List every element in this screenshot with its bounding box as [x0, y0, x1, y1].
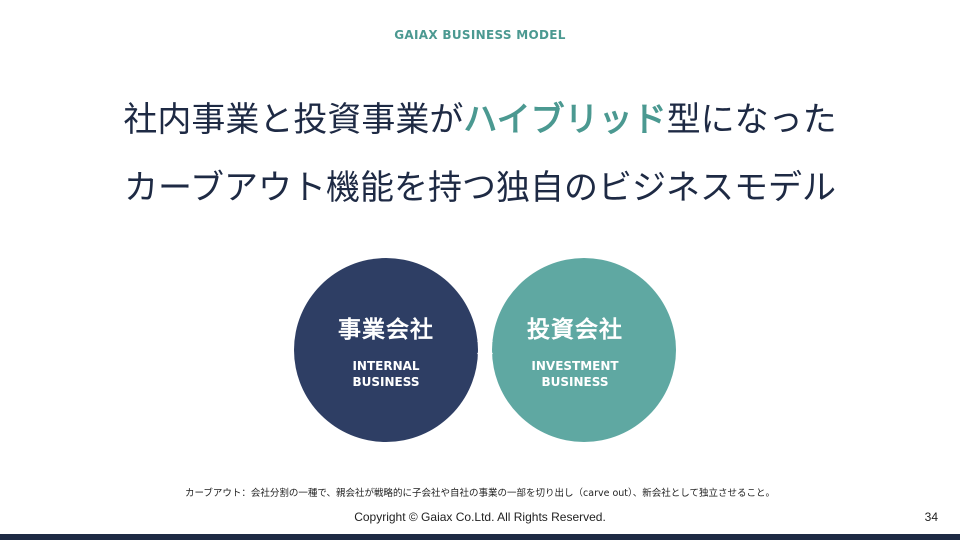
- headline-line-1: 社内事業と投資事業がハイブリッド型になった: [0, 92, 960, 141]
- internal-business-subtitle-line-2: BUSINESS: [352, 375, 420, 389]
- copyright: Copyright © Gaiax Co.Ltd. All Rights Res…: [354, 510, 606, 524]
- headline-line-2: カーブアウト機能を持つ独自のビジネスモデル: [124, 168, 836, 208]
- investment-business-subtitle-line-1: INVESTMENT: [531, 359, 619, 373]
- internal-business-subtitle-line-1: INTERNAL: [352, 359, 420, 373]
- bottom-bar: [0, 534, 960, 540]
- times-operator: ×: [473, 330, 497, 363]
- headline-suffix: 型になった: [666, 100, 837, 140]
- page-number: 34: [924, 510, 938, 524]
- investment-business-label: 投資会社 INVESTMENT BUSINESS: [500, 310, 650, 390]
- headline-prefix: 社内事業と投資事業が: [123, 100, 464, 140]
- headline-accent: ハイブリッド: [463, 100, 667, 140]
- investment-business-subtitle: INVESTMENT BUSINESS: [500, 358, 650, 390]
- investment-business-circle: [492, 258, 676, 442]
- investment-business-title: 投資会社: [527, 317, 623, 343]
- investment-business-subtitle-line-2: BUSINESS: [541, 375, 609, 389]
- section-label: GAIAX BUSINESS MODEL: [394, 28, 566, 42]
- internal-business-circle: [294, 258, 478, 442]
- footnote: カーブアウト：会社分割の一種で、親会社が戦略的に子会社や自社の事業の一部を切り出…: [184, 488, 775, 499]
- internal-business-title: 事業会社: [338, 317, 434, 343]
- internal-business-label: 事業会社 INTERNAL BUSINESS: [316, 310, 456, 390]
- internal-business-subtitle: INTERNAL BUSINESS: [316, 358, 456, 390]
